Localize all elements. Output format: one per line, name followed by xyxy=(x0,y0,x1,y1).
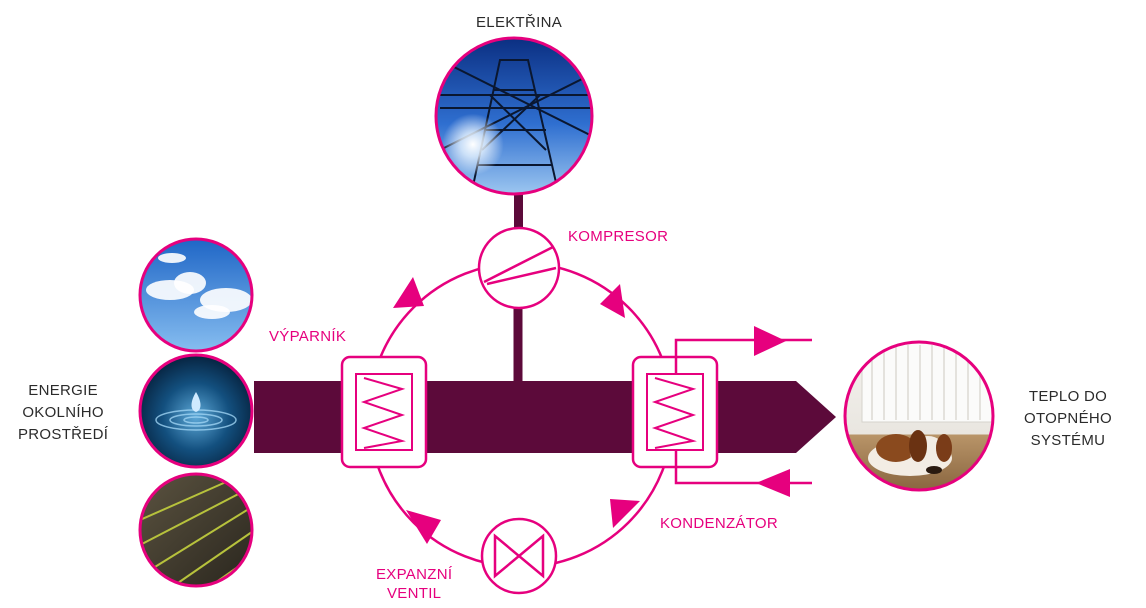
source-energy-label: ENERGIE OKOLNÍHO PROSTŘEDÍ xyxy=(18,380,108,446)
source-label-line1: ENERGIE xyxy=(28,382,98,399)
output-heat-label: TEPLO DO OTOPNÉHO SYSTÉMU xyxy=(1024,386,1112,452)
heating-supply-arrow xyxy=(754,326,786,356)
heating-return-arrow xyxy=(756,469,790,497)
compressor-symbol xyxy=(477,226,561,310)
soil-field-photo xyxy=(138,472,254,588)
condenser-label: KONDENZÁTOR xyxy=(660,515,779,532)
evaporator-label: VÝPARNÍK xyxy=(269,328,347,345)
electricity-feed-line xyxy=(514,190,523,240)
evaporator-symbol xyxy=(340,355,428,469)
output-label-line1: TEPLO DO xyxy=(1028,388,1108,405)
water-drop-photo xyxy=(138,353,254,469)
expansion-valve-label-line1: EXPANZNÍ xyxy=(376,566,453,583)
radiator-dog-photo xyxy=(843,340,995,492)
expansion-valve-label: EXPANZNÍ VENTIL xyxy=(376,565,452,603)
compressor-label: KOMPRESOR xyxy=(568,228,669,245)
output-label-line3: SYSTÉMU xyxy=(1030,432,1106,449)
circuit-arrow-bottom-right xyxy=(610,499,640,528)
output-label-line2: OTOPNÉHO xyxy=(1024,410,1112,427)
expansion-valve-label-line2: VENTIL xyxy=(386,585,442,602)
source-label-line3: PROSTŘEDÍ xyxy=(18,426,109,443)
electricity-to-condenser-line xyxy=(513,300,640,392)
sky-photo xyxy=(138,237,254,353)
circuit-arrow-bottom-left xyxy=(406,510,441,544)
circuit-arrow-top-left xyxy=(393,277,424,308)
electricity-label: ELEKTŘINA xyxy=(476,14,563,31)
source-label-line2: OKOLNÍHO xyxy=(22,404,104,421)
circuit-arrow-top-right xyxy=(600,284,625,318)
expansion-valve-symbol xyxy=(480,517,558,595)
power-tower-photo xyxy=(434,36,594,196)
